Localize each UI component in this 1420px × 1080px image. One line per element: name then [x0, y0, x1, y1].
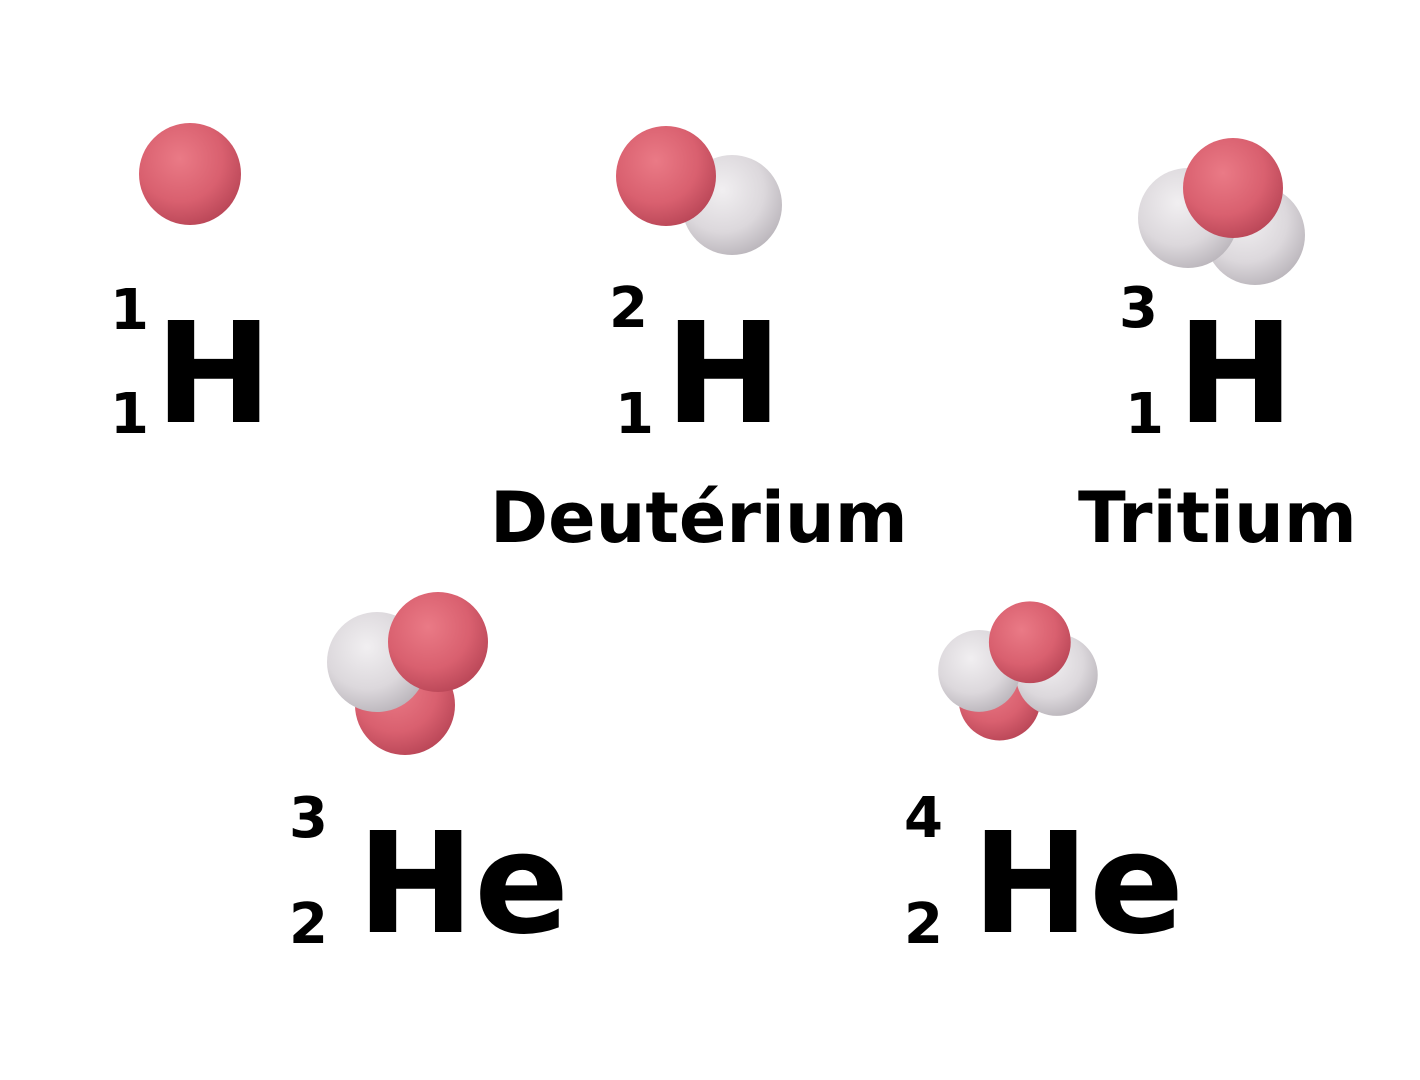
atomic-number: 1 [615, 382, 654, 447]
proton [988, 601, 1071, 684]
isotope-symbol-h1: 1 1 H [100, 275, 300, 455]
isotope-name-deuterium: Deutérium [490, 477, 908, 559]
nucleus-h3 [1130, 130, 1310, 290]
isotope-symbol-h3: 3 1 H [1115, 275, 1315, 455]
atomic-number: 1 [1125, 382, 1164, 447]
element-symbol: H [665, 293, 783, 456]
isotope-symbol-he4: 4 2 He [900, 785, 1200, 975]
mass-number: 1 [110, 278, 149, 343]
atomic-number: 1 [110, 382, 149, 447]
mass-number: 3 [289, 786, 328, 851]
mass-number: 4 [904, 786, 943, 851]
nucleus-h2 [600, 110, 782, 270]
nucleus-he3 [315, 590, 495, 755]
atomic-number: 2 [289, 892, 328, 957]
isotope-name-tritium: Tritium [1078, 477, 1357, 559]
nucleus-he4 [930, 595, 1110, 755]
mass-number: 2 [609, 276, 648, 341]
nucleus-h1 [110, 105, 290, 265]
atomic-number: 2 [904, 892, 943, 957]
proton [388, 592, 488, 692]
proton [139, 123, 241, 225]
proton [616, 126, 716, 226]
proton [1183, 138, 1283, 238]
isotope-symbol-he3: 3 2 He [285, 785, 585, 975]
mass-number: 3 [1119, 276, 1158, 341]
element-symbol: He [357, 803, 570, 966]
element-symbol: He [972, 803, 1185, 966]
element-symbol: H [155, 293, 273, 456]
isotope-symbol-h2: 2 1 H [605, 275, 805, 455]
element-symbol: H [1177, 293, 1295, 456]
